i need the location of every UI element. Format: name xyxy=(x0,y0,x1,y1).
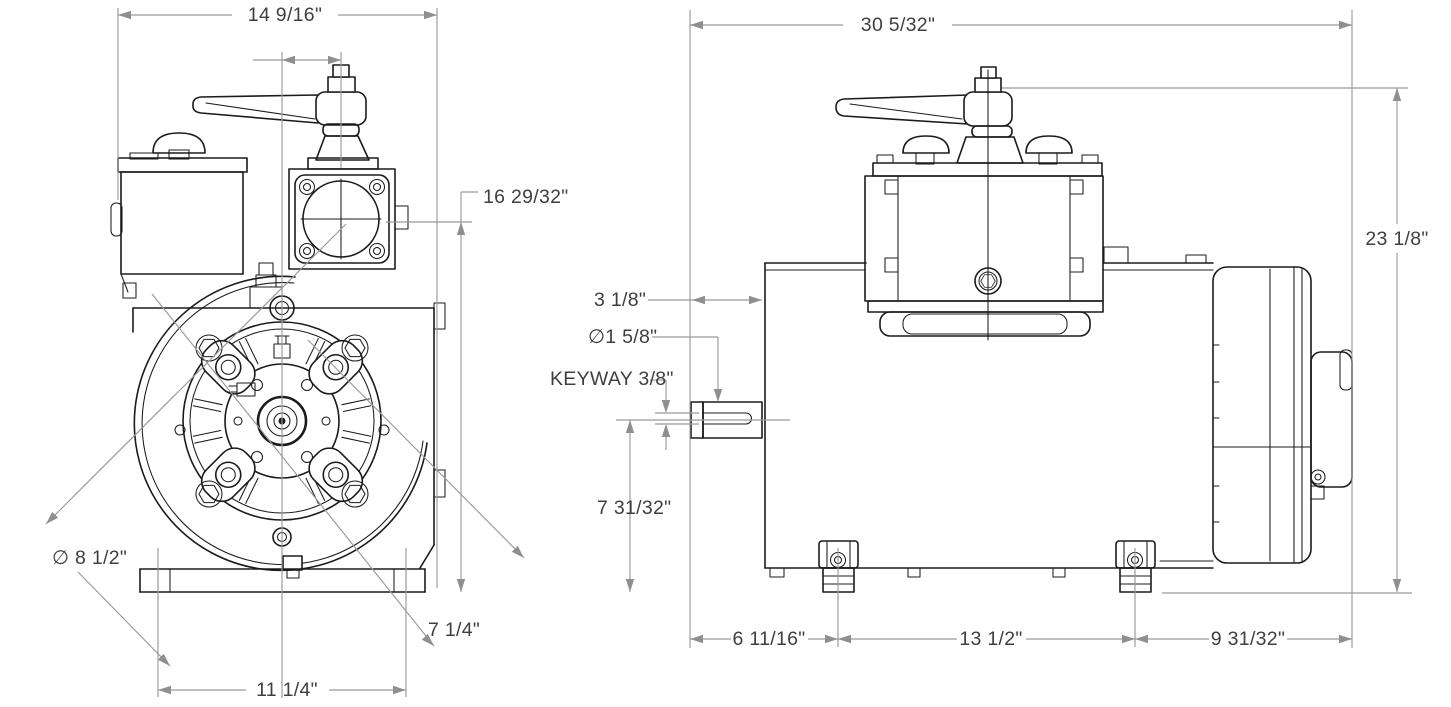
mounting-feet xyxy=(818,540,1156,593)
dim-shaft-extension: 3 1/8" xyxy=(594,289,646,311)
front-view xyxy=(110,64,446,593)
dim-port-height: 16 29/32" xyxy=(483,186,569,208)
dim-rear-foot-offset: 9 31/32" xyxy=(1211,628,1285,650)
dim-front-foot-offset: 6 11/16" xyxy=(733,628,806,650)
oil-reservoir-front xyxy=(110,132,248,299)
dim-overall-length: 30 5/32" xyxy=(861,14,935,36)
pump-body-side xyxy=(764,246,1214,578)
valve-assembly-side xyxy=(864,69,1104,341)
belt-guard-arc xyxy=(133,275,428,572)
oil-cap-right xyxy=(1025,135,1073,154)
handle-front xyxy=(192,64,367,126)
dim-shaft-diameter: ∅1 5/8" xyxy=(588,326,657,348)
handle-side xyxy=(835,66,1013,127)
oil-cap xyxy=(152,132,206,154)
dim-shaft-center-height: 7 31/32" xyxy=(597,497,671,519)
pump-housing-front xyxy=(132,262,446,572)
dim-overall-height: 23 1/8" xyxy=(1365,228,1428,250)
dim-diagonal: 7 1/4" xyxy=(428,619,480,641)
dim-keyway: KEYWAY 3/8" xyxy=(550,368,674,390)
drain-fitting xyxy=(282,555,303,571)
dim-base-bolt-spacing: 11 1/4" xyxy=(256,679,318,701)
side-view-dimensions: 30 5/32" 23 1/8" 3 1/8" ∅1 5/8" KEYWAY 3… xyxy=(550,10,1428,650)
dim-overall-width: 14 9/16" xyxy=(248,4,322,26)
front-view-dimensions: 14 9/16" 16 29/32" ∅ 8 1/2" 7 1/4" 11 1 xyxy=(43,4,569,701)
valve-assembly-front xyxy=(288,123,409,270)
side-view xyxy=(690,66,1353,593)
junction-box xyxy=(1310,351,1353,488)
motor xyxy=(1212,266,1353,564)
grease-fitting xyxy=(236,382,256,397)
oil-cap-left xyxy=(902,135,950,154)
dim-foot-spacing: 13 1/2" xyxy=(959,628,1022,650)
dim-face-diameter: ∅ 8 1/2" xyxy=(52,547,127,569)
